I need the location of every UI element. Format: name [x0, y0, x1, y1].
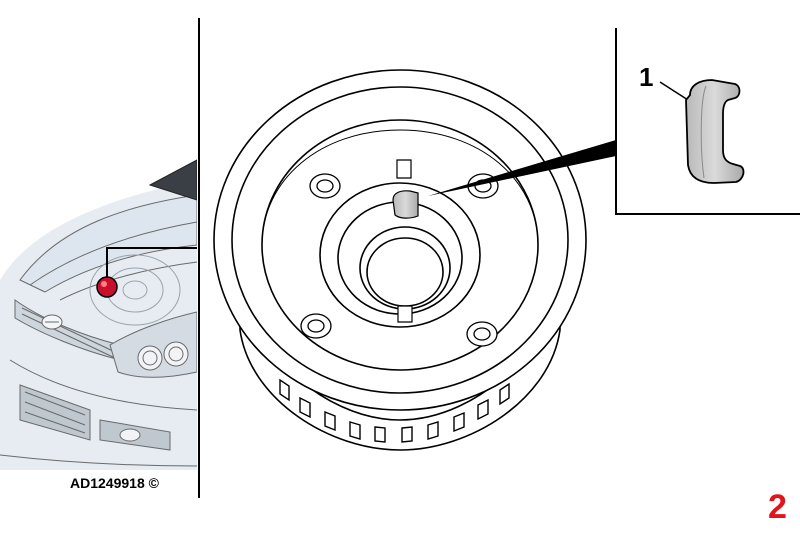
marker-leader-line	[106, 247, 197, 287]
woodruff-key-icon	[392, 190, 419, 219]
callout-box	[615, 28, 800, 215]
reference-code: AD1249918 ©	[70, 475, 159, 491]
key-detail-icon	[685, 79, 745, 184]
car-front-icon	[0, 159, 197, 470]
callout-leader	[659, 81, 689, 101]
location-marker	[96, 276, 118, 298]
callout-pointer	[428, 140, 616, 196]
pulley-icon	[213, 69, 587, 451]
callout-label: 1	[639, 62, 654, 92]
step-number: 2	[768, 488, 787, 526]
